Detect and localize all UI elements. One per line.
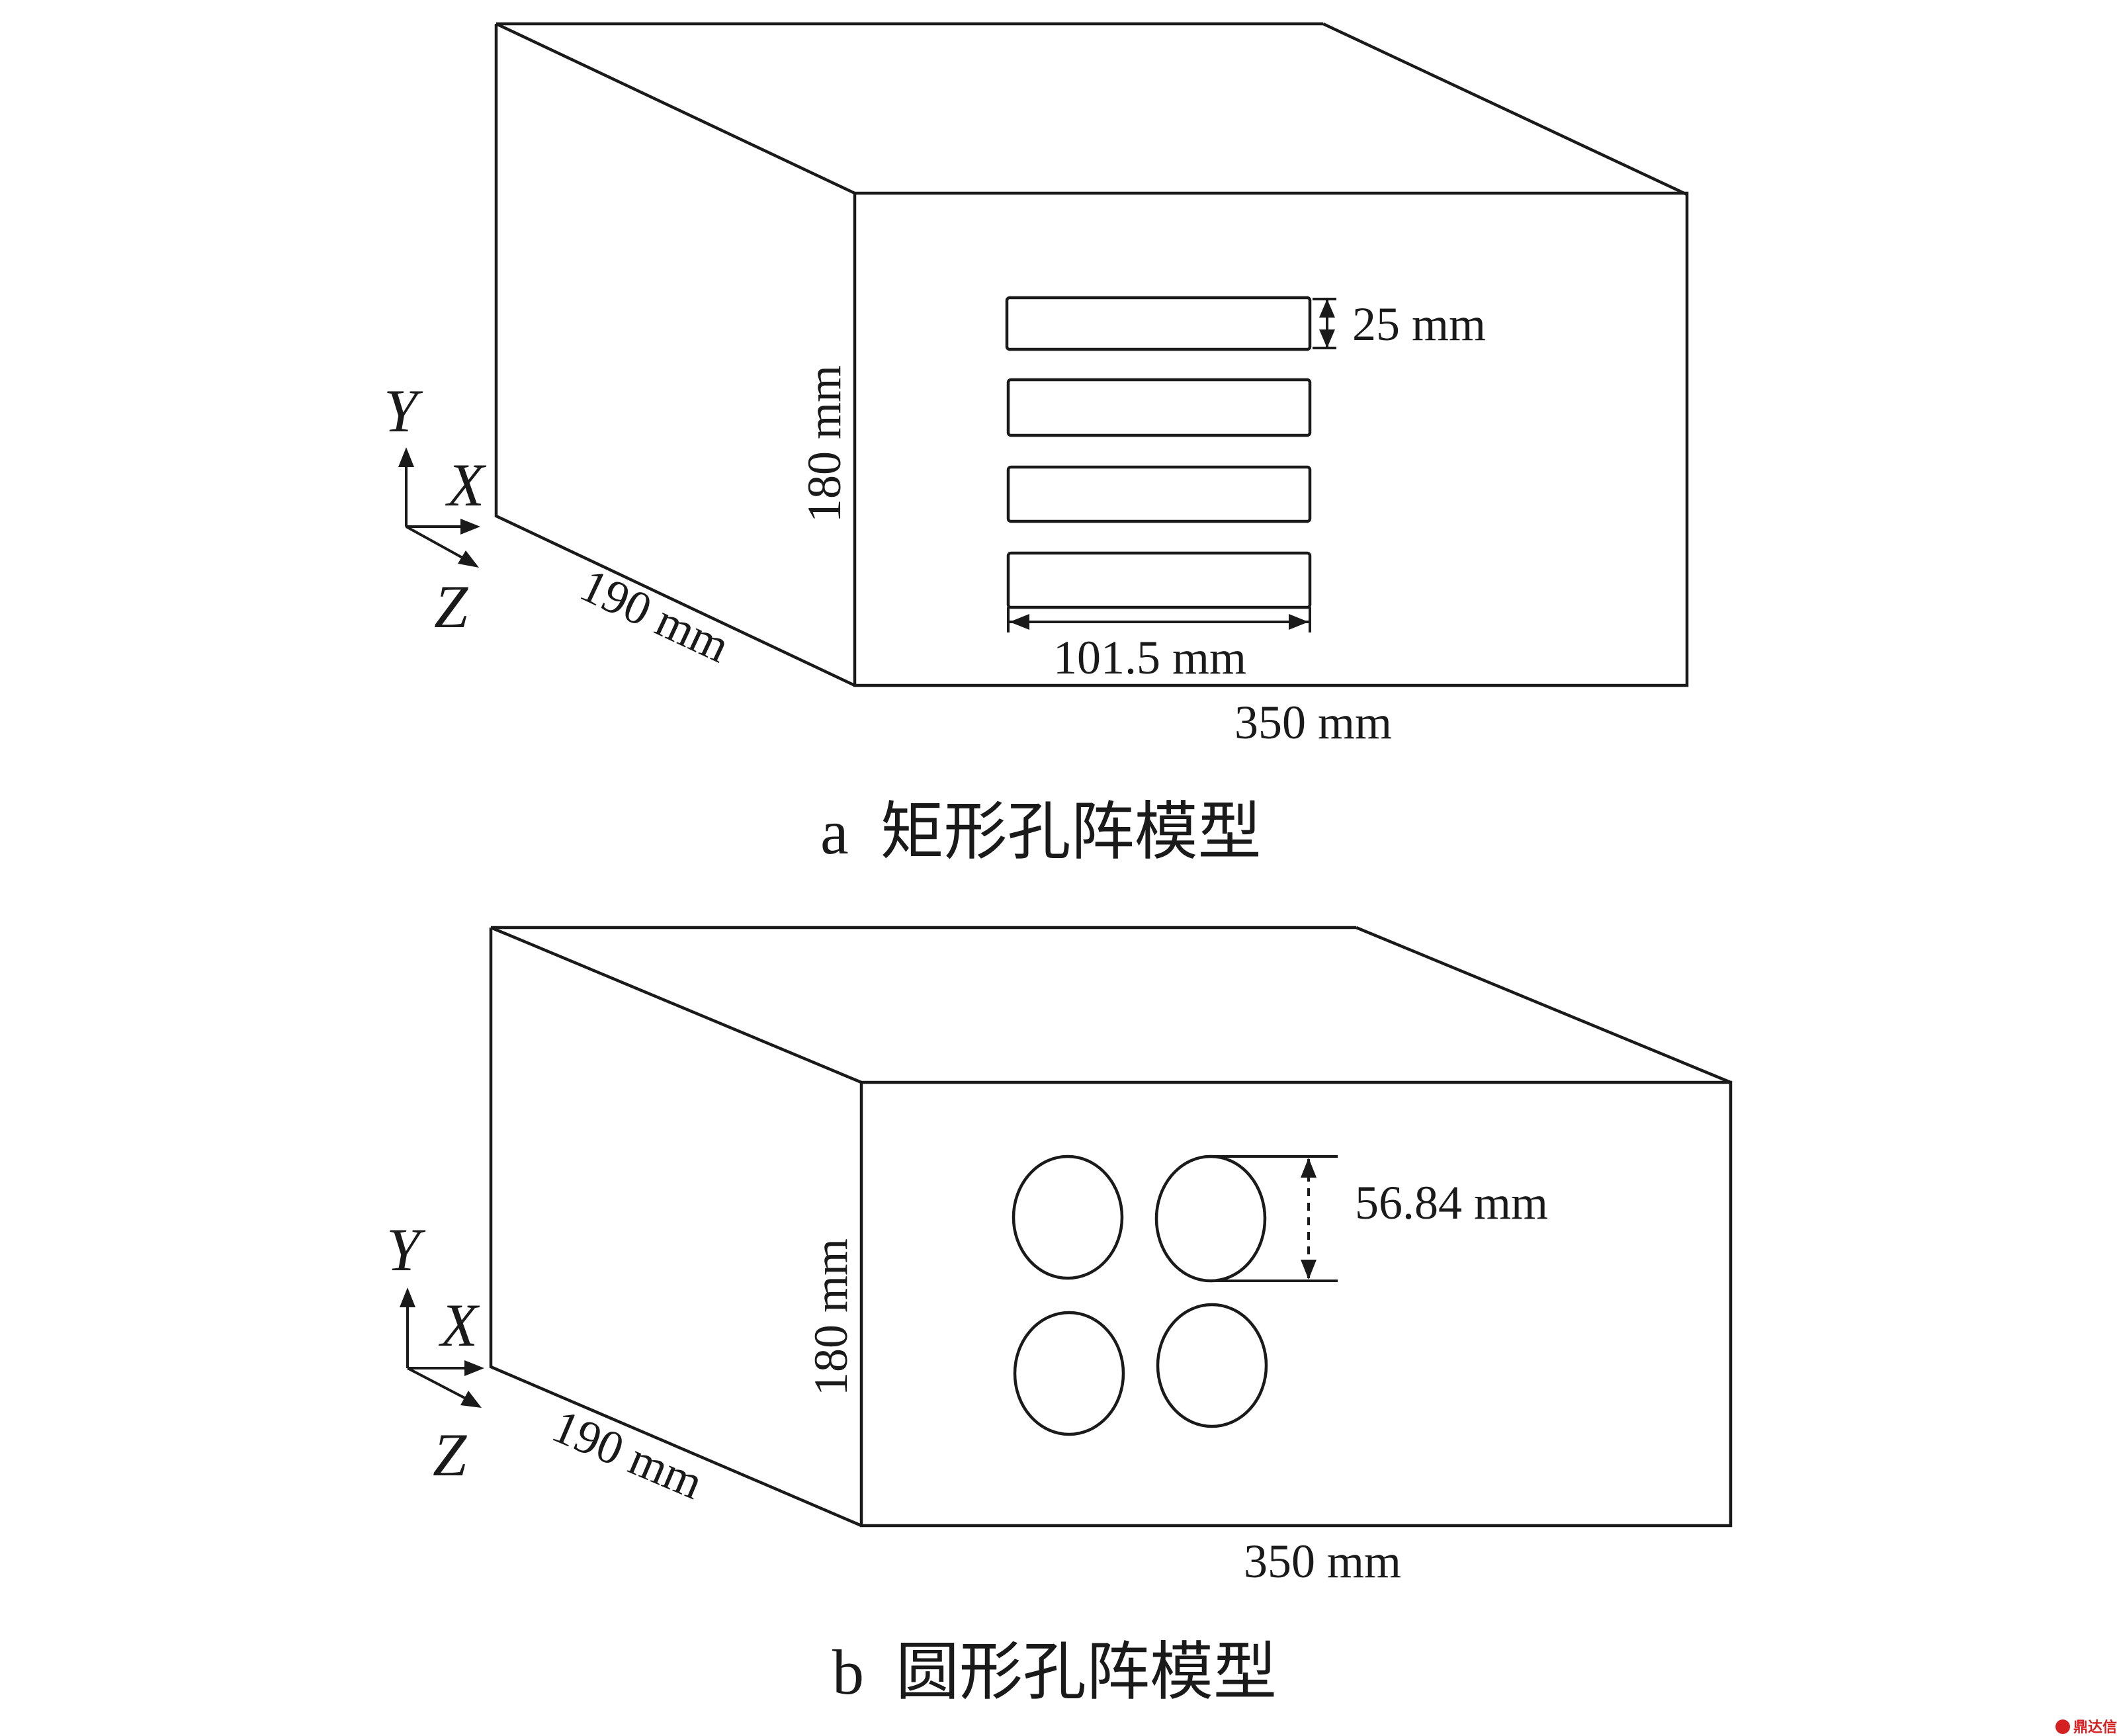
caption-b: b 圆形孔阵模型 (832, 1637, 1277, 1708)
box-a-top-right-edge (1322, 22, 1688, 196)
hole-diameter-label-b: 56.84 mm (1355, 1176, 1548, 1229)
axis-z-label-a: Z (434, 573, 468, 640)
arrow-right-icon (460, 519, 480, 535)
circle-hole-2 (1154, 1154, 1267, 1283)
circle-hole-4 (1156, 1303, 1268, 1428)
circle-hole-3 (1013, 1311, 1125, 1436)
hole-width-label-a: 101.5 mm (1053, 631, 1246, 684)
box-a-front-face (853, 191, 1689, 687)
width-label-a: 350 mm (1234, 696, 1392, 749)
rect-hole-2 (1006, 378, 1312, 437)
axis-triad-a (398, 447, 480, 568)
arrow-left-icon (1010, 614, 1029, 630)
box-b-top-left-edge (490, 926, 862, 1084)
watermark-logo: 鼎达信 (2055, 1719, 2117, 1736)
dim-hole-diameter-b (1211, 1155, 1338, 1282)
width-label-b: 350 mm (1244, 1535, 1401, 1588)
dim-hole-width-a (1007, 607, 1311, 632)
arrow-down-icon (1301, 1260, 1317, 1280)
box-a-top-left-edge (496, 22, 855, 195)
box-b-back-left-edge (489, 928, 862, 1528)
box-b-front-face (859, 1080, 1733, 1528)
axis-x-label-b: X (438, 1291, 480, 1359)
caption-a: a 矩形孔阵模型 (820, 797, 1262, 867)
hole-height-label-a: 25 mm (1352, 298, 1486, 351)
axis-y-label-a: Y (384, 377, 423, 445)
depth-label-b: 190 mm (545, 1399, 711, 1510)
arrow-down-right-icon (460, 1391, 482, 1408)
arrow-down-icon (1319, 329, 1335, 348)
depth-label-a: 190 mm (572, 558, 738, 673)
dim-hole-height-a (1313, 298, 1336, 349)
axis-triad-b (400, 1287, 484, 1408)
axis-y-label-b: Y (386, 1216, 426, 1283)
rect-hole-3 (1006, 465, 1312, 523)
arrow-up-icon (400, 1287, 415, 1307)
arrow-up-icon (1319, 299, 1335, 318)
panel-b: 56.84 mm 180 mm 190 mm 350 mm Y X Z b 圆形… (386, 926, 1733, 1708)
watermark-badge-icon (2055, 1719, 2070, 1734)
panel-a: 25 mm 101.5 mm 180 mm 190 mm 350 mm Y X … (384, 22, 1689, 867)
axis-x-label-a: X (445, 451, 487, 519)
height-label-a: 180 mm (798, 365, 851, 523)
box-a-back-left-edge (494, 24, 855, 687)
rect-hole-1 (1005, 296, 1312, 351)
arrow-right-icon (1289, 614, 1309, 630)
arrow-down-right-icon (458, 550, 479, 568)
axis-z-label-b: Z (433, 1421, 467, 1489)
circle-hole-1 (1012, 1154, 1124, 1280)
arrow-up-icon (1301, 1158, 1317, 1178)
box-b-top-right-edge (1356, 926, 1731, 1084)
arrow-up-icon (398, 447, 414, 467)
arrow-right-icon (464, 1360, 484, 1376)
height-label-b: 180 mm (804, 1238, 857, 1396)
rect-hole-4 (1006, 551, 1312, 609)
watermark-text: 鼎达信 (2073, 1719, 2117, 1736)
